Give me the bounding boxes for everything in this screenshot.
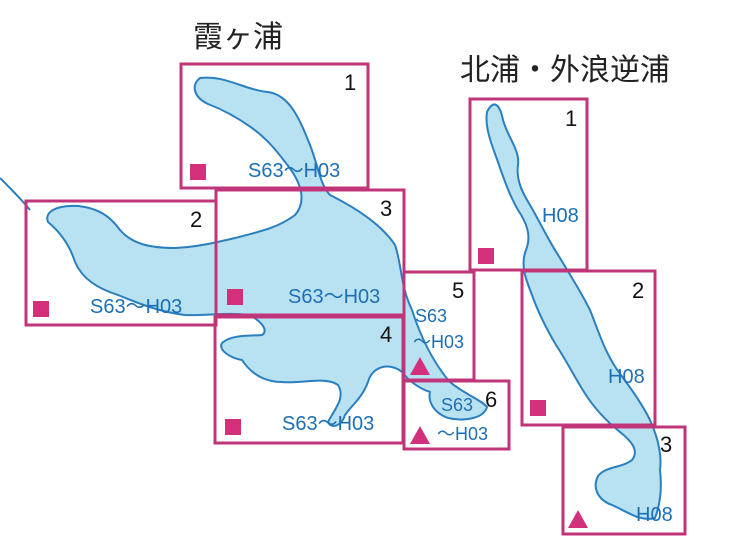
kasumigaura-sheet-6-frame[interactable]	[402, 379, 511, 451]
kasumigaura-sheet-5-period-line2: ～H03	[413, 332, 464, 352]
kasumigaura-sheet-4-period: S63～H03	[282, 413, 374, 435]
kitaura-sheet-2-square-marker	[530, 400, 546, 416]
kasumigaura-sheet-3-square-marker	[227, 289, 243, 305]
kasumigaura-sheet-3-period: S63～H03	[288, 286, 380, 308]
kitaura-sheet-3-number: 3	[660, 432, 672, 457]
kasumigaura-sheet-3-frame[interactable]	[214, 188, 406, 317]
kasumigaura-sheet-5-period-line1: S63	[415, 306, 447, 326]
kasumigaura-sheet-1-square-marker	[190, 164, 206, 180]
kitaura-lake	[485, 103, 662, 520]
kitaura-sheet-1-period: H08	[542, 205, 579, 227]
kitaura-sheet-1-number: 1	[565, 106, 577, 131]
kasumigaura-sheet-6-triangle-marker	[410, 426, 430, 444]
kasumigaura-sheet-1-frame[interactable]	[179, 62, 370, 190]
kasumigaura-lake	[46, 76, 488, 427]
kasumigaura-sheet-3-number: 3	[380, 196, 392, 221]
kasumigaura-sheet-5-number: 5	[452, 278, 464, 303]
kitaura-sheet-2-period: H08	[608, 366, 645, 388]
kasumigaura-sheet-6-number: 6	[485, 387, 497, 412]
kasumigaura-sheet-5-triangle-marker	[410, 357, 430, 375]
kasumigaura-sheet-1-number: 1	[344, 70, 356, 95]
kasumigaura-sheet-1-period: S63～H03	[248, 160, 340, 182]
kitaura-sheet-3-triangle-marker	[568, 510, 588, 528]
kasumigaura-sheet-2-square-marker	[33, 301, 49, 317]
kitaura-sheet-2-number: 2	[632, 278, 644, 303]
kasumigaura-sheet-2-period: S63～H03	[90, 296, 182, 318]
kasumigaura-sheet-6-period-line1: S63	[441, 395, 473, 415]
region-title-kasumigaura: 霞ヶ浦	[193, 20, 283, 55]
kasumigaura-sheet-6-period-line2: ～H03	[437, 424, 488, 444]
kitaura-sheet-1-square-marker	[478, 248, 494, 264]
kasumigaura-sheet-4-number: 4	[380, 322, 392, 347]
kitaura-sheet-2-frame[interactable]	[520, 269, 657, 427]
kasumigaura-sheet-4-square-marker	[225, 419, 241, 435]
kasumigaura-sheet-2-number: 2	[190, 207, 202, 232]
kitaura-sheet-3-period: H08	[636, 504, 673, 526]
kitaura-sheet-3-frame[interactable]	[561, 425, 687, 536]
inflow-river	[0, 177, 31, 211]
region-title-kitaura: 北浦・外浪逆浦	[460, 53, 670, 88]
